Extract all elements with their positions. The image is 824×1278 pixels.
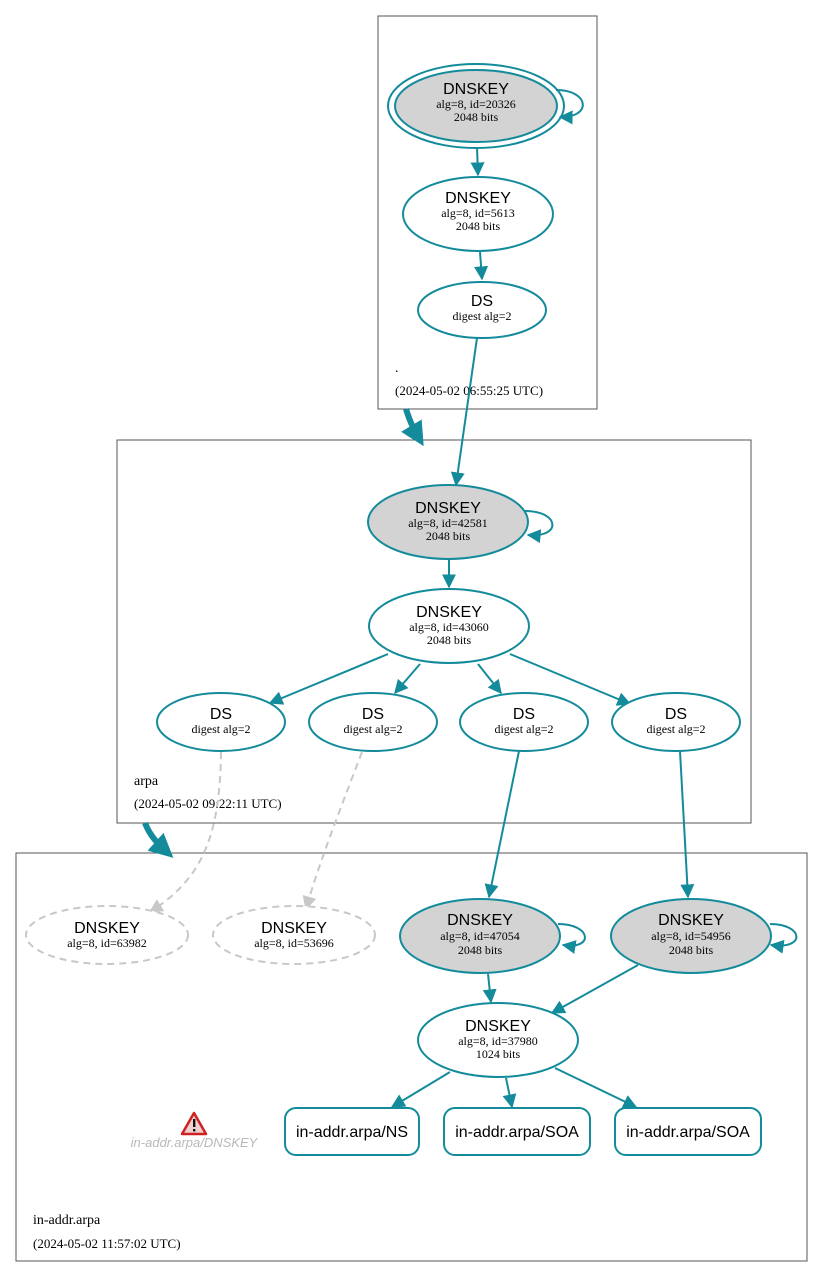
self-loop-iaksk1 [557,923,586,954]
zone-inaddr: in-addr.arpa (2024-05-02 11:57:02 UTC) [15,852,808,1262]
edge-rootzsk-rootds [474,251,489,281]
node-arpa-ds-2[interactable]: DS digest alg=2 [308,692,438,752]
edge-ds1-missing1 [148,751,222,913]
edge-ds2-missing2 [302,751,363,911]
node-line1: alg=8, id=43060 [409,620,489,634]
node-line1: digest alg=2 [494,722,553,736]
edge-arpazsk-ds4 [509,653,632,706]
node-line1: alg=8, id=53696 [254,936,334,950]
node-arpa-zsk[interactable]: DNSKEY alg=8, id=43060 2048 bits [368,588,530,664]
node-title: DS [471,293,493,310]
node-title: DNSKEY [416,604,482,621]
zone-inaddr-name: in-addr.arpa [33,1213,101,1228]
node-line2: 2048 bits [456,219,501,233]
zone-arpa-timestamp: (2024-05-02 09:22:11 UTC) [134,796,282,811]
rrset-ns[interactable]: in-addr.arpa/NS [284,1107,420,1156]
node-inaddr-missing-key-2[interactable]: DNSKEY alg=8, id=53696 [212,905,376,965]
node-line1: alg=8, id=63982 [67,936,147,950]
node-line2: 2048 bits [426,529,471,543]
node-line2: 2048 bits [427,633,472,647]
node-line2: 1024 bits [476,1047,521,1061]
zone-arpa-name: arpa [134,774,159,789]
delegation-arrow-root-arpa [401,408,424,447]
node-arpa-ds-3[interactable]: DS digest alg=2 [459,692,589,752]
node-root-zsk[interactable]: DNSKEY alg=8, id=5613 2048 bits [402,176,554,252]
edge-iazsk-soa1 [502,1077,517,1109]
node-line1: digest alg=2 [343,722,402,736]
node-line2: 2048 bits [458,943,503,957]
node-arpa-ds-4[interactable]: DS digest alg=2 [611,692,741,752]
node-title: DS [210,706,232,723]
node-line1: digest alg=2 [452,309,511,323]
node-line1: alg=8, id=47054 [440,929,520,943]
self-loop-rootksk [555,89,584,125]
node-title: DNSKEY [74,920,140,937]
edge-arpazsk-ds3 [477,663,502,695]
edge-iaksk2-iazsk [550,964,639,1014]
node-inaddr-missing-key-1[interactable]: DNSKEY alg=8, id=63982 [25,905,189,965]
node-title: DNSKEY [465,1018,531,1035]
node-line1: alg=8, id=37980 [458,1034,538,1048]
node-line2: 2048 bits [669,943,714,957]
node-title: DS [513,706,535,723]
warning-node[interactable]: in-addr.arpa/DNSKEY [131,1111,259,1150]
node-title: DNSKEY [447,912,513,929]
edge-iazsk-ns [390,1071,451,1108]
edge-arpazsk-ds2 [394,663,421,695]
self-loop-arpaksk [524,510,554,544]
rrset-soa-1[interactable]: in-addr.arpa/SOA [443,1107,591,1156]
node-line1: alg=8, id=5613 [441,206,515,220]
node-inaddr-zsk[interactable]: DNSKEY alg=8, id=37980 1024 bits [417,1002,579,1078]
node-line2: 2048 bits [454,110,499,124]
node-inaddr-ksk-2[interactable]: DNSKEY alg=8, id=54956 2048 bits [610,898,772,974]
rrset-soa-2[interactable]: in-addr.arpa/SOA [614,1107,762,1156]
edge-iazsk-soa2 [554,1067,638,1108]
zone-arpa: arpa (2024-05-02 09:22:11 UTC) [116,439,752,824]
node-line1: alg=8, id=54956 [651,929,731,943]
node-line1: alg=8, id=20326 [436,97,516,111]
edge-ds3-iaksk1 [484,750,520,899]
edge-iaksk1-iazsk [482,973,497,1004]
node-root-ds[interactable]: DS digest alg=2 [417,281,547,339]
edge-ds4-iaksk2 [679,750,695,899]
warning-triangle-icon [180,1111,208,1136]
edge-arpazsk-ds1 [268,653,389,705]
rrset-label: in-addr.arpa/NS [296,1124,408,1141]
node-title: DNSKEY [445,190,511,207]
node-inaddr-ksk-1[interactable]: DNSKEY alg=8, id=47054 2048 bits [399,898,561,974]
rrset-label: in-addr.arpa/SOA [455,1124,579,1141]
warning-label: in-addr.arpa/DNSKEY [131,1135,259,1150]
node-line1: digest alg=2 [646,722,705,736]
zone-root-name: . [395,361,399,376]
node-title: DS [665,706,687,723]
node-root-ksk[interactable]: DNSKEY alg=8, id=20326 2048 bits [387,63,565,149]
rrset-label: in-addr.arpa/SOA [626,1124,750,1141]
node-title: DNSKEY [415,500,481,517]
node-title: DNSKEY [658,912,724,929]
zone-inaddr-timestamp: (2024-05-02 11:57:02 UTC) [33,1236,181,1251]
node-line1: digest alg=2 [191,722,250,736]
edge-rootksk-rootzsk [470,146,485,177]
node-line1: alg=8, id=42581 [408,516,488,530]
node-title: DS [362,706,384,723]
edge-rootds-arpaksk [450,337,478,487]
delegation-arrow-arpa-inaddr [142,821,174,858]
self-loop-iaksk2 [769,923,798,954]
node-title: DNSKEY [261,920,327,937]
node-arpa-ds-1[interactable]: DS digest alg=2 [156,692,286,752]
node-arpa-ksk[interactable]: DNSKEY alg=8, id=42581 2048 bits [367,484,529,560]
node-title: DNSKEY [443,81,509,98]
